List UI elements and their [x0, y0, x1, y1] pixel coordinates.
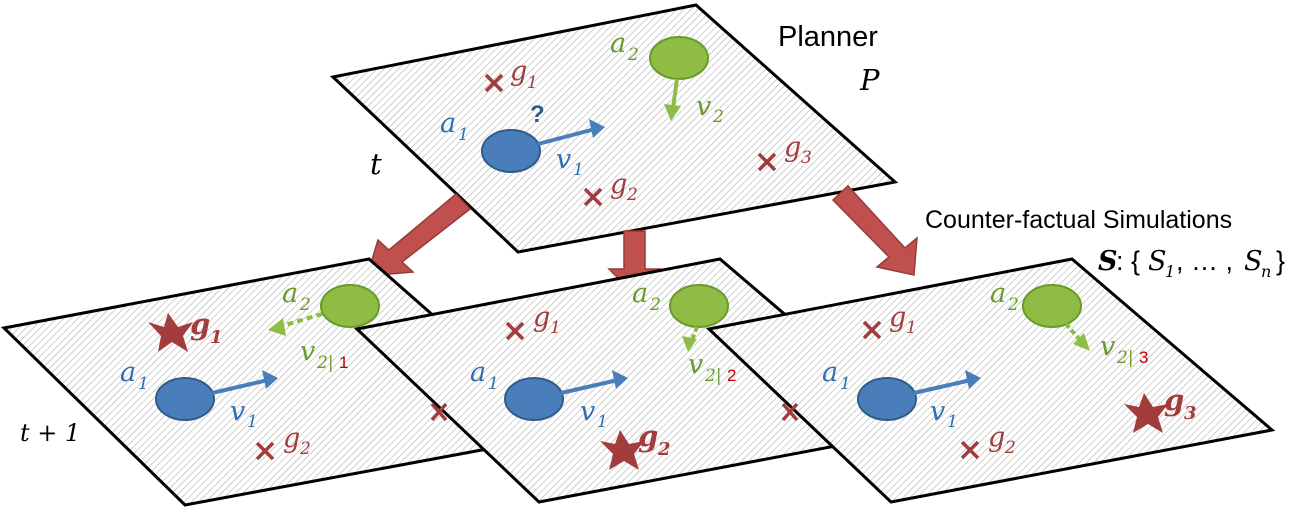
agent-index: 2: [649, 295, 661, 315]
agent-2: a 2 v 2| 1: [268, 278, 380, 373]
velocity-index: 1: [247, 412, 258, 432]
goal-index: 1: [527, 73, 538, 93]
planner-title: Planner: [778, 21, 878, 53]
velocity-subscript: 2|: [316, 353, 334, 373]
goal-index: 2: [626, 185, 638, 205]
velocity-arrowhead: [664, 104, 681, 121]
goal-marker: g 2: [960, 422, 1016, 460]
simulation-plane-surface: [705, 257, 1276, 504]
goal-label: g: [510, 56, 527, 87]
goal-label: g: [283, 423, 300, 454]
velocity-label: v: [230, 396, 245, 427]
velocity-subscript: 2|: [1116, 348, 1134, 368]
time-label-t-plus-1: t + 1: [20, 419, 80, 447]
flow-arrow-right: [831, 184, 918, 276]
set-first-index: 1: [1165, 262, 1175, 281]
agent-index: 1: [138, 374, 149, 394]
set-ellipsis: , … ,: [1176, 246, 1233, 276]
goal-index: 1: [210, 327, 223, 348]
velocity-index: 2: [712, 107, 724, 127]
goal-index: 2: [657, 439, 671, 460]
velocity-arrowhead: [589, 119, 605, 138]
goal-label: g: [190, 307, 210, 341]
agent-2: a 2 v 2: [610, 28, 724, 127]
goal-marker: g 1: [484, 56, 538, 93]
planner-symbol: P: [859, 63, 880, 97]
velocity-index: 1: [597, 412, 608, 432]
velocity-label: v: [696, 91, 711, 122]
goal-index: 3: [801, 148, 812, 168]
goal-index: 2: [299, 439, 311, 459]
agent-label: a: [470, 357, 486, 388]
agent-index: 2: [1007, 295, 1019, 315]
agent-index: 2: [627, 45, 639, 65]
set-last: S: [1244, 246, 1263, 277]
agent-2: a 2 v 2| 3: [990, 278, 1148, 368]
goal-label: g: [1164, 383, 1184, 417]
simulation-index: 2: [727, 366, 736, 385]
agent-index: 2: [299, 295, 311, 315]
agent-label: a: [120, 357, 136, 388]
agent-index: 1: [488, 374, 499, 394]
goal-label: g: [533, 302, 550, 333]
question-mark: ?: [530, 101, 545, 128]
simulation-index: 3: [1139, 348, 1148, 367]
velocity-label: v: [300, 336, 315, 367]
velocity-label: v: [930, 396, 945, 427]
agent-2: a 2 v 2| 2: [632, 278, 736, 386]
goal-marker: g 3: [757, 132, 812, 172]
velocity-label: v: [688, 349, 703, 380]
goal-index: 2: [1004, 438, 1016, 458]
agent-label: a: [990, 278, 1006, 309]
agent-label: a: [822, 357, 838, 388]
agent-label: a: [282, 278, 298, 309]
goal-marker: g 2: [255, 423, 311, 461]
set-symbol: S: [1098, 246, 1118, 277]
agent-label: a: [440, 108, 456, 139]
goal-marker: g 1: [505, 302, 561, 341]
agent-1: a 1 v 1: [470, 357, 628, 432]
simulations-title: Counter-factual Simulations: [925, 206, 1232, 234]
goal-label: g: [610, 169, 627, 200]
set-last-index: n: [1261, 262, 1271, 281]
planner-plane: g 1 g 2 g 3 a 1 v 1 ? a: [329, 3, 899, 254]
agent-1: a 1 v 1: [822, 357, 981, 432]
set-open: : {: [1116, 246, 1140, 276]
simulation-set-notation: S : { S 1 , … , S n }: [1098, 246, 1285, 281]
goal-index: 1: [550, 318, 561, 338]
goal-label: g: [784, 132, 801, 163]
set-close: }: [1276, 246, 1285, 276]
active-goal-star: g 1: [148, 307, 223, 352]
velocity-index: 1: [947, 412, 958, 432]
goal-marker: g 2: [583, 169, 638, 207]
agent-label: a: [632, 278, 648, 309]
velocity-index: 1: [573, 160, 584, 180]
velocity-label: v: [556, 144, 571, 175]
flow-arrow-left: [365, 192, 472, 277]
velocity-subscript: 2|: [704, 366, 722, 386]
goal-index: 1: [906, 318, 917, 338]
agent-index: 1: [458, 125, 469, 145]
goal-marker: g 1: [862, 302, 917, 340]
agent-index: 1: [840, 374, 851, 394]
velocity-label: v: [580, 396, 595, 427]
velocity-label: v: [1100, 331, 1115, 362]
set-first: S: [1148, 246, 1167, 277]
simulation-index: 1: [339, 353, 348, 372]
goal-label: g: [638, 419, 658, 453]
goal-label: g: [988, 422, 1005, 453]
goal-marker-occluded: [781, 402, 799, 422]
agent-1: a 1 v 1: [120, 357, 278, 432]
goal-label: g: [889, 302, 906, 333]
goal-index: 3: [1184, 403, 1197, 424]
time-label-t: t: [370, 147, 382, 181]
goal-marker-occluded: [430, 402, 448, 422]
agent-label: a: [610, 28, 626, 59]
simulation-panel-3: g 1 g 2 g 3 a 1 v 1 a: [705, 257, 1276, 504]
active-goal-star: g 3: [1124, 383, 1197, 433]
active-goal-star: g 2: [600, 419, 671, 470]
agent-1: a 1 v 1: [440, 108, 605, 180]
